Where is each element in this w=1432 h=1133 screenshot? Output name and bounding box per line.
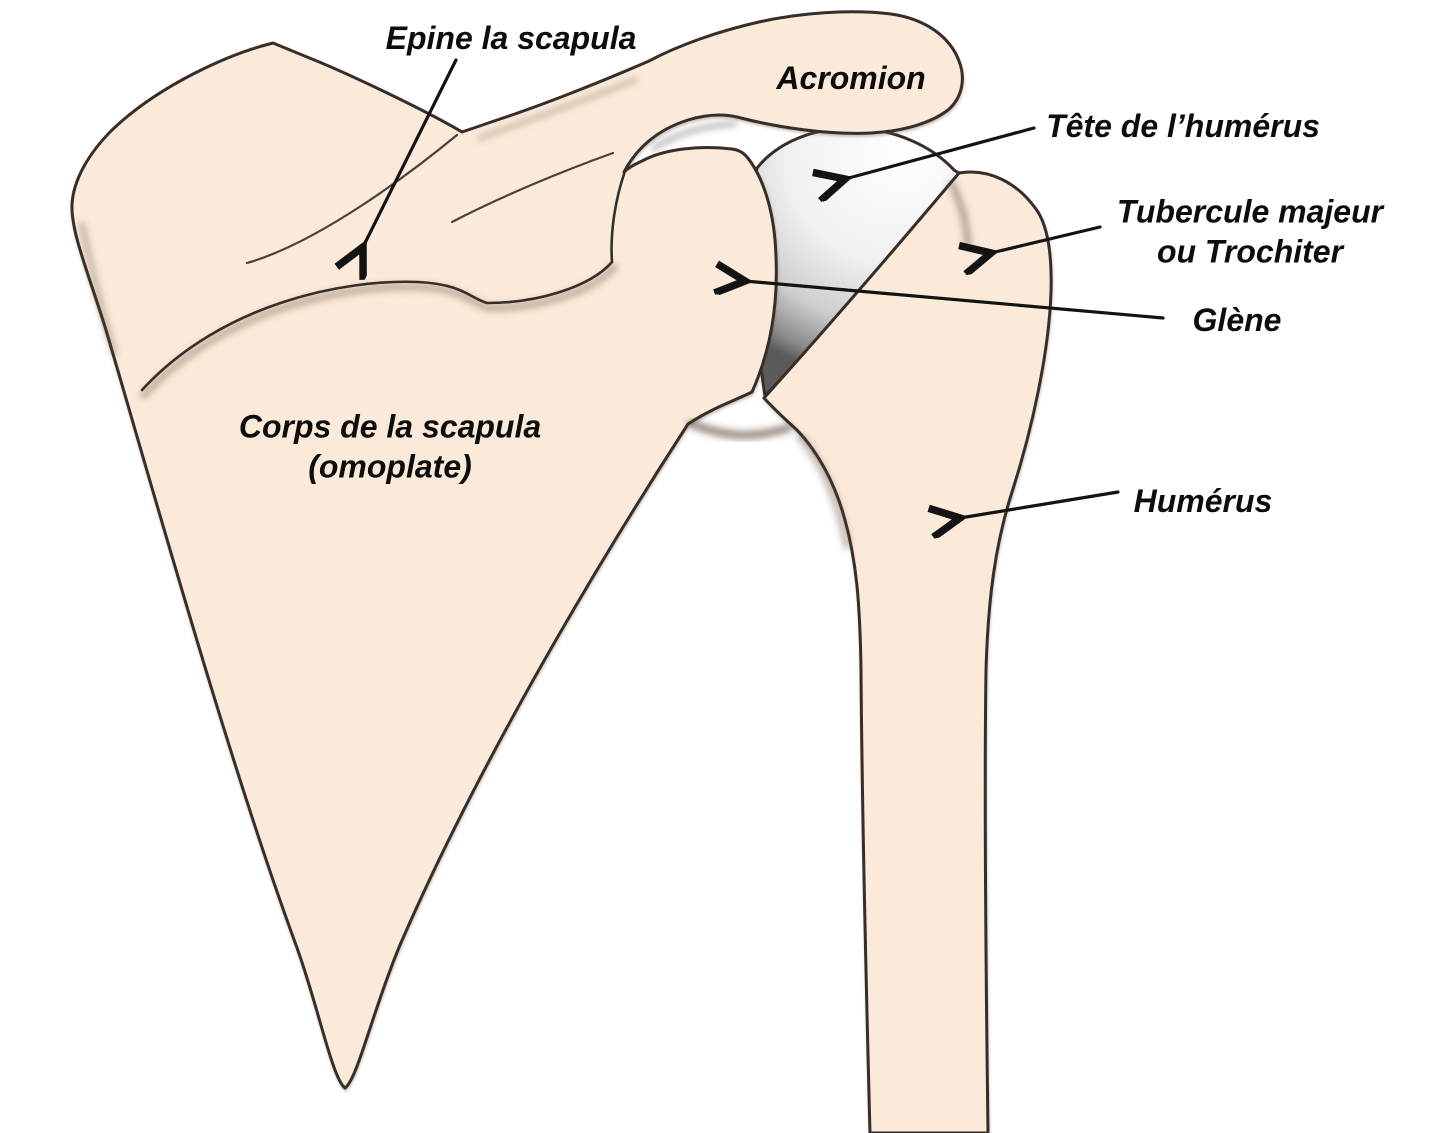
humerus-arrow xyxy=(960,490,1120,518)
humerus-neck-shadow xyxy=(796,433,851,549)
label-corps-de-la-scapula: Corps de la scapula (omoplate) xyxy=(239,407,541,488)
humerus-shape xyxy=(762,170,1053,1133)
scapular-spine-line-lower xyxy=(140,260,614,392)
label-epine-la-scapula: Epine la scapula xyxy=(385,19,637,56)
scapular-spine-line-upper xyxy=(245,133,459,265)
shading-creases xyxy=(78,77,972,549)
epine-arrow xyxy=(363,58,458,247)
label-tubercule-majeur: Tubercule majeur ou Trochiter xyxy=(1117,192,1383,273)
spine-ridge-shadow xyxy=(140,263,618,399)
tubercle-top-shadow xyxy=(948,180,972,248)
label-tubercule-line1: Tubercule majeur xyxy=(1116,193,1384,230)
label-humerus: Humérus xyxy=(1133,482,1273,519)
label-corps-line1: Corps de la scapula xyxy=(238,408,542,445)
label-tubercule-line2: ou Trochiter xyxy=(1156,234,1344,270)
glene-arrow xyxy=(745,281,1165,320)
label-tete-de-l-humerus: Tête de l’humérus xyxy=(1046,107,1320,144)
label-acromion: Acromion xyxy=(776,59,926,96)
label-corps-line2: (omoplate) xyxy=(308,449,472,485)
acromion-neck-shadow xyxy=(477,77,638,141)
glenohumeral-junction-shadow xyxy=(687,419,793,440)
annotation-arrows xyxy=(363,58,1165,518)
tubercule-arrow xyxy=(991,225,1102,253)
label-glene: Glène xyxy=(1192,301,1282,338)
scapular-spine-line-middle xyxy=(450,151,615,224)
tete-humerus-arrow xyxy=(845,126,1036,179)
acromion-hollow-shadow xyxy=(651,121,737,151)
interior-lines xyxy=(140,133,627,392)
scapula-left-border-shadow xyxy=(78,221,118,356)
scapular-neck-crease-line xyxy=(610,169,627,264)
